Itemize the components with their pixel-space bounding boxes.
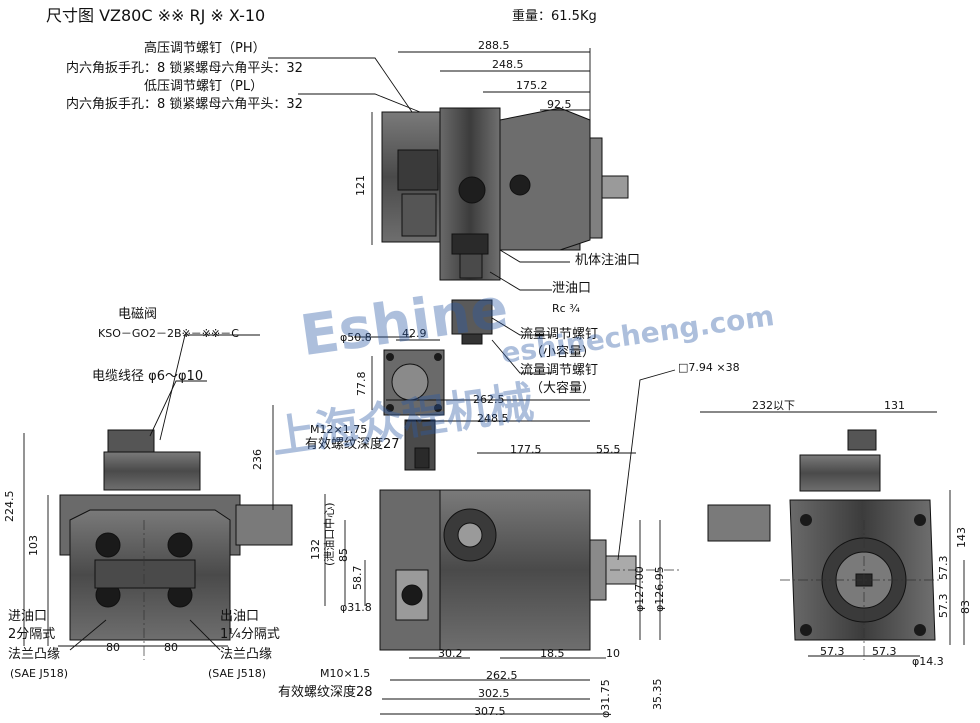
- inlet-label-3: 法兰凸缘: [8, 647, 61, 662]
- dim-80-right: 80: [164, 641, 178, 654]
- dim-57-3-right: 57.3: [872, 645, 897, 658]
- m12-thread-label: M12×1.75: [310, 423, 368, 436]
- solenoid-valve-label: 电磁阀: [118, 307, 158, 322]
- flow-large-label-1: 流量调节螺钉: [520, 363, 599, 378]
- dim-80-left: 80: [106, 641, 120, 654]
- flange-detail: [383, 349, 445, 416]
- dim-143: 143: [955, 527, 968, 548]
- dim-232-max: 232以下: [752, 399, 795, 412]
- inlet-label-1: 进油口: [8, 609, 48, 624]
- inlet-label-4: (SAE J518): [10, 667, 68, 680]
- drain-port-centre-label: (泄油口中心): [323, 502, 336, 566]
- dim-55-5: 55.5: [596, 443, 621, 456]
- flow-small-label-1: 流量调节螺钉: [520, 327, 599, 342]
- dim-177-5: 177.5: [510, 443, 542, 456]
- dim-248-5-top: 248.5: [492, 58, 524, 71]
- outlet-label-1: 出油口: [220, 609, 260, 624]
- m10-thread-label: M10×1.5: [320, 667, 371, 680]
- centre-lines: [143, 520, 940, 660]
- drain-thread-label: Rc ¾: [552, 302, 580, 315]
- outlet-label-3: 法兰凸缘: [220, 647, 273, 662]
- dim-262-5-top: 262.5: [473, 393, 505, 406]
- high-pressure-screw-label: 高压调节螺钉（PH）: [144, 41, 266, 56]
- dim-58-7: 58.7: [351, 565, 364, 591]
- dim-224-5: 224.5: [3, 490, 16, 523]
- front-view: [59, 429, 293, 641]
- key-dimension-label: □7.94 ×38: [678, 361, 740, 374]
- outlet-label-4: (SAE J518): [208, 667, 266, 680]
- dim-131: 131: [884, 399, 905, 412]
- dim-248-5-side: 248.5: [477, 412, 509, 425]
- flow-small-label-2: （小容量）: [530, 345, 596, 360]
- body-oil-inlet-label: 机体注油口: [575, 253, 641, 268]
- side-view: [379, 419, 637, 651]
- low-pressure-screw-label: 低压调节螺钉（PL）: [144, 79, 264, 94]
- dim-57-3-upper: 57.3: [937, 555, 950, 581]
- dim-85: 85: [337, 548, 350, 562]
- top-view: [381, 107, 629, 345]
- cable-diameter-label: 电缆线径 φ6～φ10: [92, 369, 204, 384]
- dim-302-5: 302.5: [478, 687, 510, 700]
- dim-132: 132: [309, 539, 322, 560]
- flow-large-label-2: （大容量）: [530, 381, 596, 396]
- dim-phi-50-8: φ50.8: [340, 331, 372, 344]
- dim-10: 10: [606, 647, 620, 660]
- dimension-lines: [23, 48, 965, 715]
- outlet-label-2: 1¼分隔式: [220, 627, 280, 642]
- dim-30-2: 30.2: [438, 647, 463, 660]
- dim-262-5-bottom: 262.5: [486, 669, 518, 682]
- dim-35-35: 35.35: [651, 678, 664, 711]
- drawing-title: 尺寸图 VZ80C ※※ RJ ※ X-10: [46, 6, 266, 25]
- thread-depth-28-label: 有效螺纹深度28: [278, 685, 373, 700]
- solenoid-model-label: KSO－GO2－2B※－※※－C: [98, 327, 239, 340]
- dim-121: 121: [354, 175, 367, 196]
- dim-92-5: 92.5: [547, 98, 572, 111]
- dim-236: 236: [251, 449, 264, 470]
- weight-label: 重量：61.5Kg: [512, 9, 597, 24]
- dim-phi-31-8: φ31.8: [340, 601, 372, 614]
- inlet-label-2: 2分隔式: [8, 627, 56, 642]
- dim-103: 103: [27, 535, 40, 556]
- drain-port-label: 泄油口: [552, 281, 592, 296]
- dim-77-8: 77.8: [355, 371, 368, 397]
- low-pressure-spec-label: 内六角扳手孔：8 锁紧螺母六角平头：32: [66, 97, 303, 112]
- dim-57-3-left: 57.3: [820, 645, 845, 658]
- dim-phi-31-75: φ31.75: [599, 679, 612, 718]
- dim-307-5: 307.5: [474, 705, 506, 718]
- high-pressure-spec-label: 内六角扳手孔：8 锁紧螺母六角平头：32: [66, 61, 303, 76]
- dim-83: 83: [959, 600, 972, 614]
- dim-57-3-lower: 57.3: [937, 593, 950, 619]
- dim-175-2: 175.2: [516, 79, 548, 92]
- dim-phi-127-00: φ127.00: [633, 566, 646, 612]
- dim-288-5: 288.5: [478, 39, 510, 52]
- right-view: [707, 429, 936, 641]
- dim-42-9: 42.9: [402, 327, 427, 340]
- thread-depth-27-label: 有效螺纹深度27: [305, 437, 400, 452]
- dim-phi-14-3: φ14.3: [912, 655, 944, 668]
- dim-phi-126-95: φ126.95: [653, 566, 666, 612]
- dim-18-5: 18.5: [540, 647, 565, 660]
